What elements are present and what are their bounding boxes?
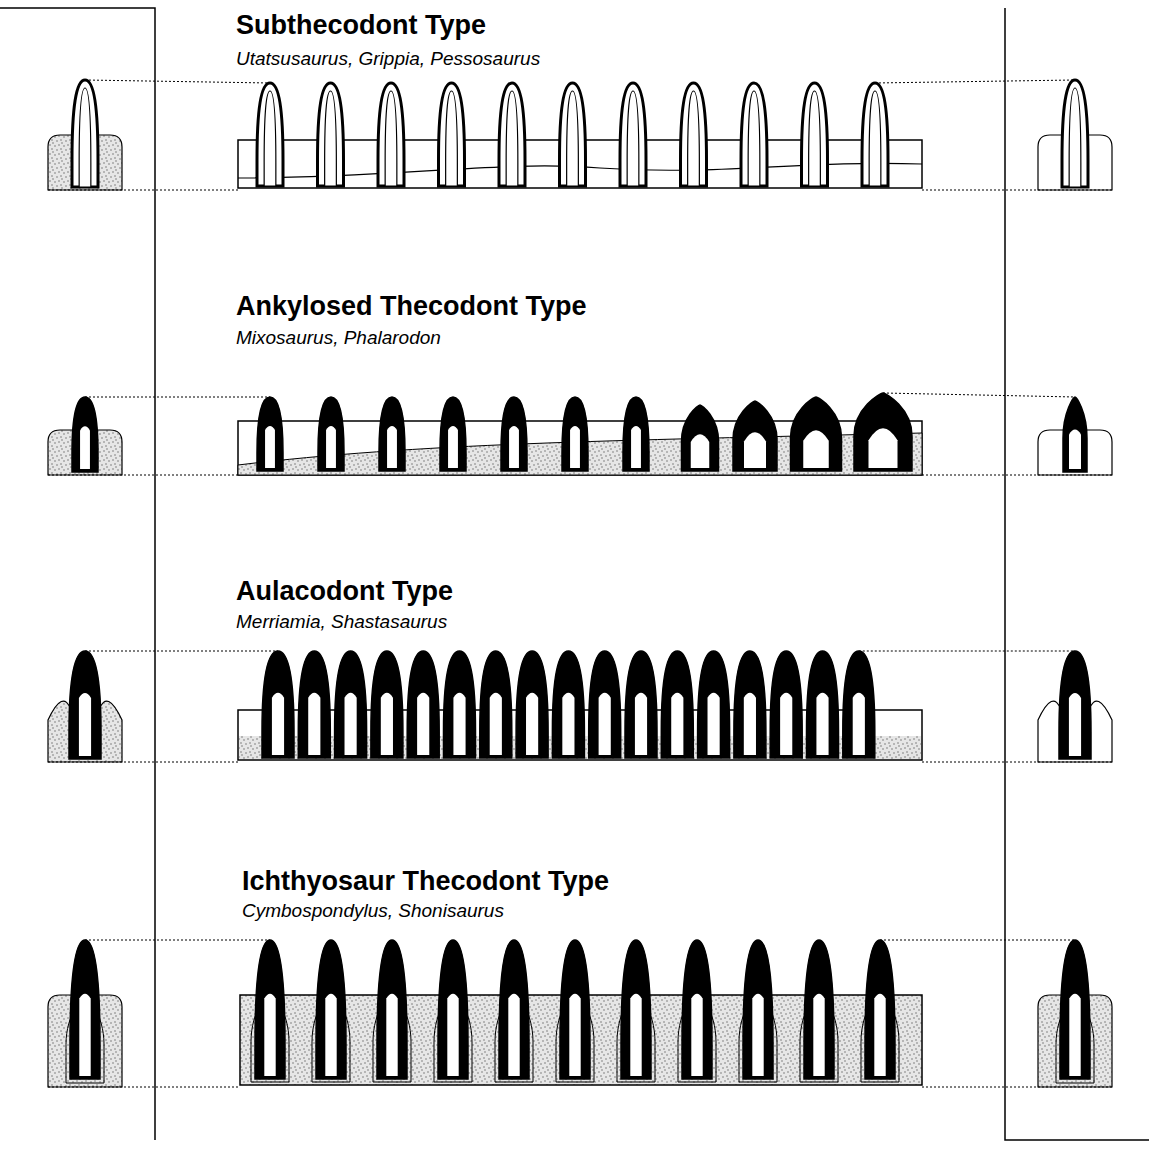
type-title: Aulacodont Type	[236, 576, 453, 607]
tooth-detail	[48, 651, 122, 762]
tooth-row	[48, 651, 1112, 762]
panel-frame	[0, 8, 1149, 1140]
tooth-detail	[1038, 397, 1112, 475]
type-title: Subthecodont Type	[236, 10, 486, 41]
guide-line	[48, 393, 1112, 475]
tooth-row	[48, 393, 1112, 475]
tooth-row	[48, 80, 1112, 190]
tooth-detail	[1038, 80, 1112, 190]
guide-line	[48, 651, 1112, 762]
genus-list: Utatsusaurus, Grippia, Pessosaurus	[236, 48, 540, 70]
tooth-detail	[48, 80, 122, 190]
genus-list: Cymbospondylus, Shonisaurus	[242, 900, 504, 922]
tooth-detail	[48, 397, 122, 475]
type-title: Ichthyosaur Thecodont Type	[242, 866, 609, 897]
guide-line	[48, 80, 1112, 190]
tooth-detail	[1038, 940, 1112, 1087]
genus-list: Merriamia, Shastasaurus	[236, 611, 447, 633]
type-title: Ankylosed Thecodont Type	[236, 291, 587, 322]
tooth-detail	[48, 940, 122, 1087]
guide-line	[48, 940, 1112, 1087]
tooth-row	[48, 940, 1112, 1087]
tooth-detail	[1038, 651, 1112, 762]
genus-list: Mixosaurus, Phalarodon	[236, 327, 441, 349]
